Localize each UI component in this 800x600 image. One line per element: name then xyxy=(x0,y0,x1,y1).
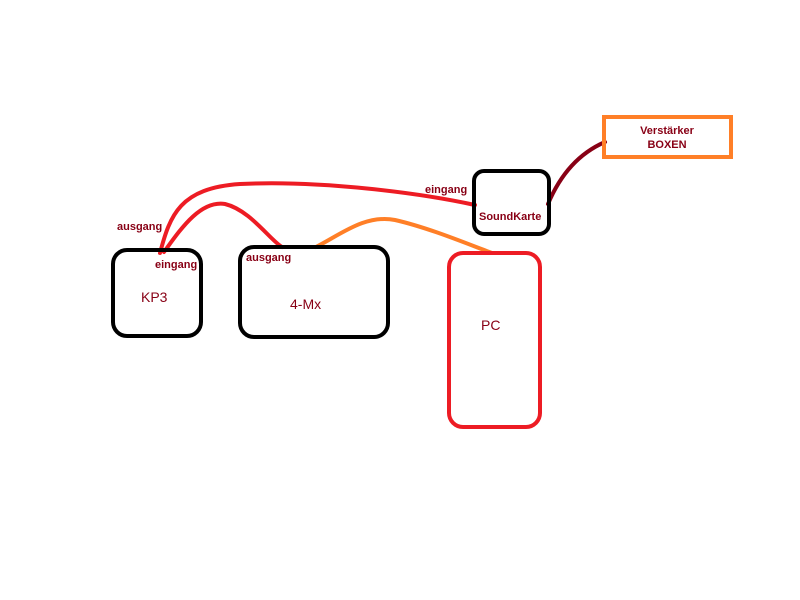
soundkarte-box xyxy=(472,169,551,236)
kp3-label: KP3 xyxy=(141,289,168,305)
kp3-eingang-label: eingang xyxy=(155,259,197,271)
cable-4mx-to-pc xyxy=(314,216,494,255)
four-mx-label: 4-Mx xyxy=(290,296,321,312)
four-mx-ausgang-label: ausgang xyxy=(246,252,291,264)
kp3-ausgang-label: ausgang xyxy=(117,221,162,233)
verstaerker-label-line1: Verstärker xyxy=(640,125,695,137)
soundkarte-label: SoundKarte xyxy=(479,211,541,223)
pc-box xyxy=(447,251,542,429)
soundkarte-eingang-label: eingang xyxy=(425,184,467,196)
pc-label: PC xyxy=(481,317,500,333)
four-mx-box xyxy=(238,245,390,339)
kp3-box xyxy=(111,248,203,338)
cable-soundkarte-to-verstaerker xyxy=(546,140,607,206)
verstaerker-box xyxy=(602,115,733,159)
cable-kp3-to-soundkarte xyxy=(158,181,477,255)
cable-4mx-to-kp3 xyxy=(162,201,284,254)
verstaerker-label-line2: BOXEN xyxy=(647,139,686,151)
